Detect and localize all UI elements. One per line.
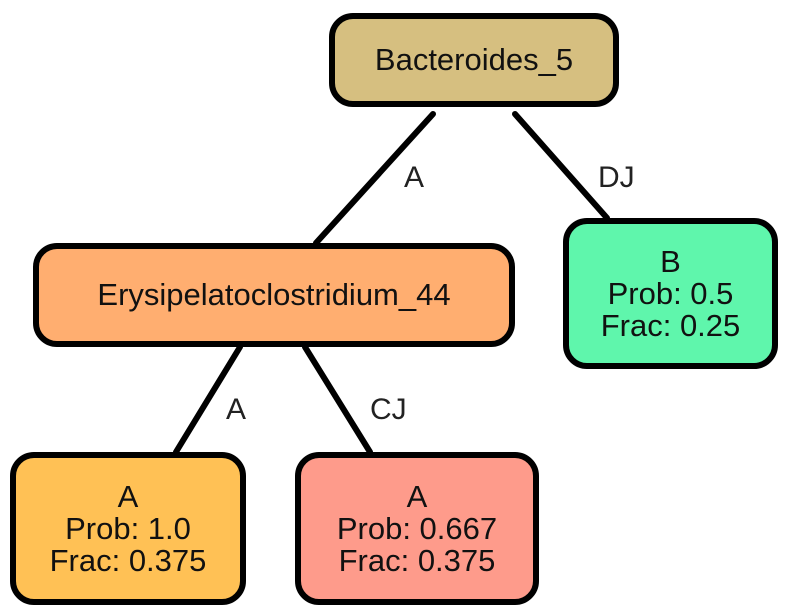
edge-ery-to-a1 (173, 344, 243, 455)
leaf-node-b: B Prob: 0.5 Frac: 0.25 (563, 218, 778, 369)
leaf-frac: Frac: 0.25 (600, 307, 741, 343)
edge-ery-to-a2 (302, 344, 373, 455)
leaf-prob: Prob: 0.667 (336, 510, 498, 546)
leaf-class: B (660, 243, 681, 279)
node-erysipelatoclostridium-44: Erysipelatoclostridium_44 (33, 243, 515, 347)
leaf-class: A (406, 478, 428, 514)
leaf-frac: Frac: 0.375 (49, 542, 207, 578)
leaf-frac: Frac: 0.375 (338, 542, 496, 578)
node-label: Erysipelatoclostridium_44 (97, 277, 451, 312)
node-bacteroides-5: Bacteroides_5 (329, 13, 619, 107)
edge-label-ery-a2: CJ (370, 393, 407, 426)
node-label: Bacteroides_5 (374, 42, 574, 77)
edge-label-ery-a1: A (226, 393, 247, 426)
leaf-prob: Prob: 0.5 (607, 275, 734, 311)
leaf-node-a-left: A Prob: 1.0 Frac: 0.375 (10, 452, 246, 605)
edge-root-to-b (512, 111, 610, 221)
leaf-class: A (117, 478, 139, 514)
leaf-prob: Prob: 1.0 (65, 510, 191, 546)
edge-label-root-ery: A (404, 161, 425, 194)
edge-label-root-b: DJ (598, 161, 635, 194)
leaf-node-a-right: A Prob: 0.667 Frac: 0.375 (295, 452, 539, 605)
edge-root-to-ery (313, 111, 436, 246)
